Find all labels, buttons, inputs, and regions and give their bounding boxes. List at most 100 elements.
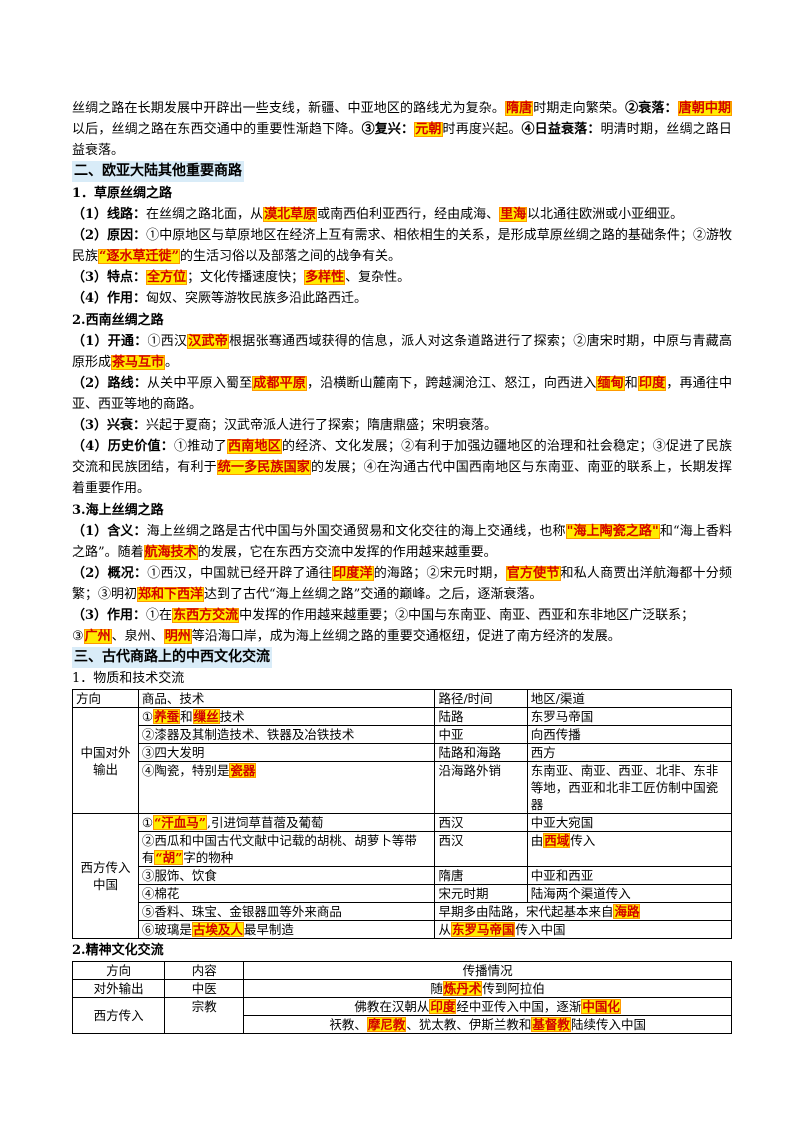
text: ；文化传播速度快；	[187, 270, 305, 285]
text: 传入中国	[515, 922, 566, 937]
text: ③	[72, 629, 84, 644]
text: 的发展；④在沟通古代中国西南地区与东南亚、南亚的联系上，长期发挥着重要作用。	[72, 460, 732, 496]
text: 在丝绸之路北面，从	[146, 207, 264, 222]
table-cell: 宗教	[164, 997, 245, 1034]
item-label: （2）概况：	[72, 566, 148, 581]
highlight: 茶马互市	[111, 355, 166, 370]
highlight: 印度洋	[332, 566, 374, 581]
material-exchange-table: 方向 商品、技术 路径/时间 地区/渠道 中国对外输出 ①养蚕和缫丝技术 陆路 …	[72, 689, 733, 939]
text: 祆教、	[329, 1017, 367, 1032]
table-cell: ⑤香料、珠宝、金银器皿等外来商品	[137, 902, 436, 921]
text: 佛教在汉朝从	[354, 999, 430, 1014]
highlight: 西域	[543, 833, 571, 848]
subsection-title: 2.精神文化交流	[72, 943, 164, 958]
text: 根据张骞通西域获得的信息，派人对这条道路进行了探索；②唐宋时期，中原与青藏高原形…	[72, 334, 732, 370]
highlight: “汗血马”	[153, 815, 207, 830]
table-cell: 中医	[164, 979, 245, 998]
table-row: 祆教、摩尼教、犹太教、伊斯兰教和基督教陆续传入中国	[73, 1015, 732, 1034]
table-header-cell: 地区/渠道	[526, 689, 733, 708]
table-cell: ①“汗血马”,引进饲草苜蓿及葡萄	[137, 813, 436, 832]
table-header-cell: 内容	[164, 961, 245, 980]
table-header-cell: 路径/时间	[434, 689, 528, 708]
table-cell: 东罗马帝国	[526, 707, 733, 726]
highlight: “逐水草迁徙”	[98, 249, 180, 264]
subsection-title: 1．草原丝绸之路	[72, 186, 173, 201]
highlight: 广州	[83, 629, 112, 644]
text: 以北通往欧洲或小亚细亚。	[527, 207, 684, 222]
item-label: （2）路线：	[72, 376, 148, 391]
highlight: 中国化	[581, 999, 621, 1014]
item-label: （2）原因：	[72, 228, 147, 243]
table-cell: ②西瓜和中国古代文献中记载的胡桃、胡萝卜等带有“胡”字的物种	[137, 831, 436, 867]
highlight: 海路	[613, 904, 641, 919]
text: 经中亚传入中国，逐渐	[456, 999, 582, 1014]
highlight: 炼丹术	[442, 981, 483, 996]
text: 、复杂性。	[345, 270, 411, 285]
text: 从关中平原入蜀至	[147, 376, 253, 391]
text: ①在	[146, 608, 173, 623]
table-cell: 早期多由陆路，宋代起基本来自海路	[434, 902, 732, 921]
table-row: ⑤香料、珠宝、金银器皿等外来商品 早期多由陆路，宋代起基本来自海路	[73, 902, 732, 921]
intro-label: ②衰落：	[625, 101, 678, 116]
text: 由	[530, 833, 544, 848]
table-cell: ⑥玻璃是古埃及人最早制造	[137, 920, 436, 939]
text: 最早制造	[243, 922, 294, 937]
highlight: 统一多民族国家	[216, 460, 311, 475]
text: 和	[624, 376, 638, 391]
text: 的发展，它在东西方交流中发挥的作用越来越重要。	[197, 545, 497, 560]
table-cell: 随炼丹术传到阿拉伯	[243, 979, 732, 998]
item-label: （3）作用：	[72, 608, 147, 623]
text: 海上丝绸之路是古代中国与外国交通贸易和文化交往的海上交通线，也称	[146, 524, 566, 539]
paragraph: （2）原因：①中原地区与草原地区在经济上互有需求、相依相生的关系，是形成草原丝绸…	[72, 225, 732, 267]
highlight: 官方使节	[505, 566, 561, 581]
paragraph: （3）作用：①在东西方交流中发挥的作用越来越重要；②中国与东南亚、南亚、西亚和东…	[72, 605, 732, 626]
highlight: 印度	[429, 999, 457, 1014]
paragraph: ③广州、泉州、明州等沿海口岸，成为海上丝绸之路的重要交通枢纽，促进了南方经济的发…	[72, 626, 732, 647]
table-row: ③四大发明 陆路和海路 西方	[73, 743, 733, 762]
paragraph: （2）路线：从关中平原入蜀至成都平原，沿横断山麓南下，跨越澜沧江、怒江，向西进入…	[72, 373, 732, 415]
table-cell: 陆海两个渠道传入	[526, 884, 733, 903]
text: ①西汉，中国就已经开辟了通往	[147, 566, 333, 581]
paragraph: （1）线路：在丝绸之路北面，从漠北草原或南西伯利亚西行，经由咸海、里海以北通往欧…	[72, 204, 732, 225]
highlight: 东西方交流	[172, 608, 240, 623]
text: 和私人商贾出洋航海都十分频繁；③明初	[72, 566, 732, 602]
text: ,引进饲草苜蓿及葡萄	[207, 815, 324, 830]
section-heading: 三、古代商路上的中西文化交流	[72, 647, 272, 668]
paragraph: （3）兴衰：兴起于夏商；汉武帝派人进行了探索；隋唐鼎盛；宋明衰落。	[72, 415, 732, 436]
table-header-row: 方向 内容 传播情况	[71, 961, 732, 980]
highlight: 基督教	[531, 1017, 571, 1032]
table-cell: 祆教、摩尼教、犹太教、伊斯兰教和基督教陆续传入中国	[243, 1015, 732, 1034]
table-cell: 中亚大宛国	[526, 813, 733, 832]
text: 达到了古代“海上丝绸之路”交通的巅峰。之后，逐渐衰落。	[204, 587, 543, 602]
spiritual-exchange-table: 方向 内容 传播情况 对外输出 中医 随炼丹术传到阿拉伯 西方传入 宗教 佛教在…	[71, 961, 732, 1034]
table-cell: 由西域传入	[526, 831, 733, 867]
table-cell: 宋元时期	[434, 884, 528, 903]
table-cell: 西方	[526, 743, 733, 762]
text: ①中原地区与草原地区在经济上互有需求、相依相生的关系，是形成草原丝绸之路的基础条…	[72, 228, 732, 264]
highlight: 隋唐	[505, 101, 534, 116]
table-cell: ④棉花	[137, 884, 436, 903]
table-cell: 隋唐	[434, 866, 528, 885]
text: ⑥玻璃是	[141, 922, 192, 937]
text: ，沿横断山麓南下，跨越澜沧江、怒江，向西进入	[306, 376, 597, 391]
table-header-cell: 传播情况	[243, 961, 732, 980]
highlight: 漠北草原	[263, 207, 318, 222]
text: ②西瓜和中国古代文献中记载的胡桃、胡萝卜等带有	[141, 833, 417, 865]
item-label: （1）开通：	[72, 334, 148, 349]
document-page: 丝绸之路在长期发展中开辟出一些支线，新疆、中亚地区的路线尤为复杂。隋唐时期走向繁…	[71, 98, 733, 1034]
text: 和	[180, 709, 193, 724]
highlight: 印度	[637, 376, 667, 391]
highlight: 多样性	[304, 270, 346, 285]
highlight: 西南地区	[226, 439, 282, 454]
highlight: 东罗马帝国	[450, 922, 516, 937]
table-cell: 沿海路外销	[434, 761, 528, 814]
item-label: （4）历史价值：	[72, 439, 174, 454]
table-cell: 中亚	[434, 725, 528, 744]
table-cell: 从东罗马帝国传入中国	[434, 920, 732, 939]
text: 。	[165, 355, 179, 370]
section-heading: 二、欧亚大陆其他重要商路	[72, 161, 244, 182]
paragraph: （1）含义：海上丝绸之路是古代中国与外国交通贸易和文化交往的海上交通线，也称"海…	[72, 521, 732, 563]
intro-label: ③复兴：	[361, 122, 415, 137]
text: ①西汉	[147, 334, 188, 349]
highlight: 郑和下西洋	[137, 587, 205, 602]
